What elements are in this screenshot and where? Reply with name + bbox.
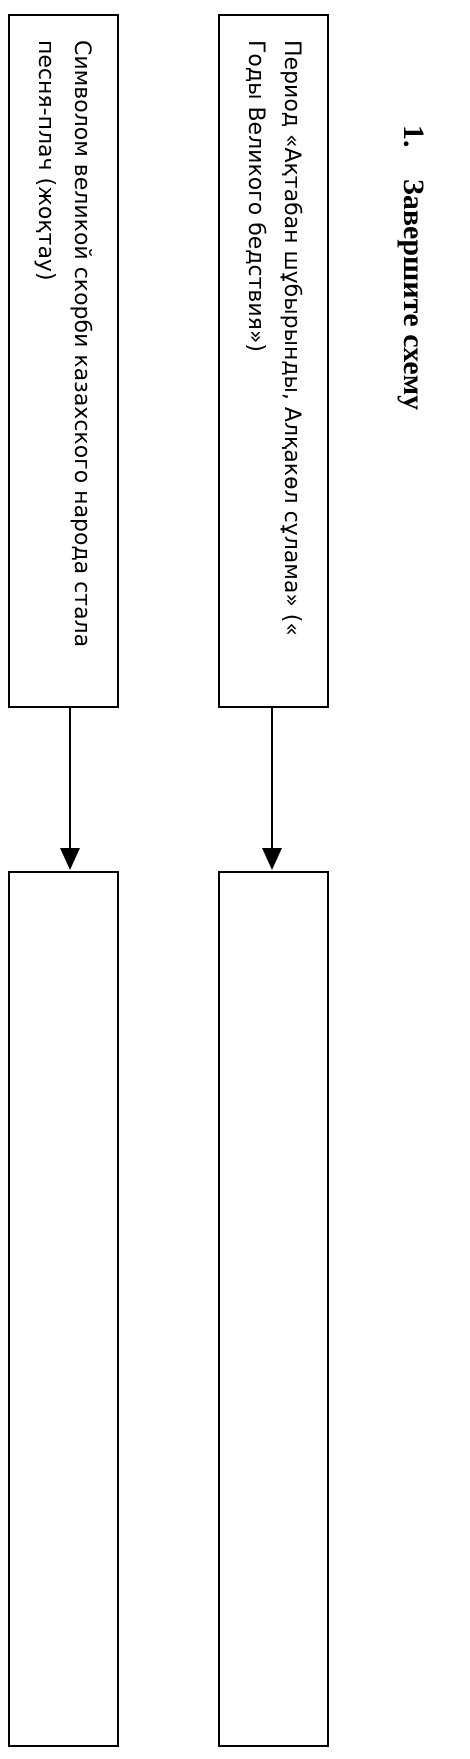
answer-box-period[interactable]	[218, 871, 329, 1747]
arrow-left-column	[60, 708, 80, 870]
exercise-title: 1. Завершите схему	[395, 125, 431, 410]
exercise-title-text: Завершите схему	[397, 179, 430, 411]
box-symbol: Символом великой скорби казахского народ…	[8, 14, 119, 708]
box-symbol-text: Символом великой скорби казахского народ…	[33, 40, 94, 648]
box-period-text: Период «Ақтабан шұбырынды, Алқакөл сұлам…	[243, 40, 304, 636]
arrow-right-column	[262, 708, 282, 870]
exercise-number: 1.	[397, 125, 430, 148]
answer-box-symbol[interactable]	[8, 871, 119, 1747]
box-period: Период «Ақтабан шұбырынды, Алқакөл сұлам…	[218, 14, 329, 708]
